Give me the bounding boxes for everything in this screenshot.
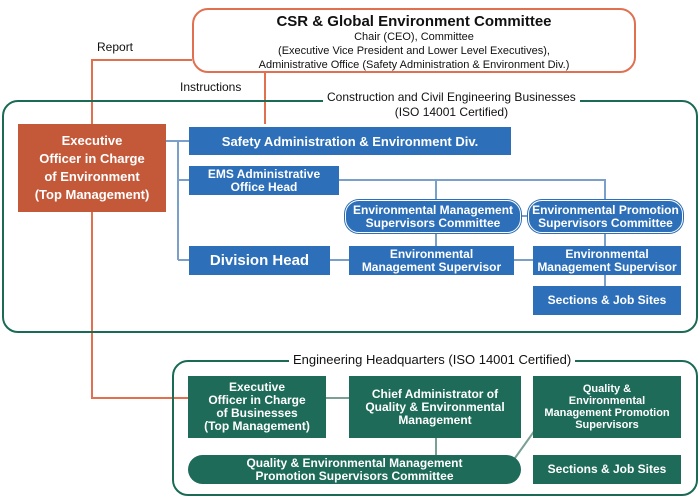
construction-title-line-2: (ISO 14001 Certified) (394, 105, 509, 119)
exec-officer-businesses: Executive Officer in Charge of Businesse… (188, 376, 326, 438)
env-mgmt-committee-box: Environmental Management Supervisors Com… (345, 200, 521, 233)
qe-committee-label: Quality & Environmental Management Promo… (246, 455, 463, 483)
env-mgmt-supervisor-box-1: Environmental Management Supervisor (349, 246, 514, 275)
env-mgmt-committee-label: Environmental Management Supervisors Com… (352, 202, 514, 230)
env-mgmt-supervisor-box-2: Environmental Management Supervisor (533, 246, 681, 275)
exec-officer-environment-label: Executive Officer in Charge of Environme… (34, 133, 150, 202)
construction-sections-label: Sections & Job Sites (547, 293, 667, 307)
csr-line-3: Administrative Office (Safety Administra… (258, 59, 570, 71)
instructions-label: Instructions (176, 80, 246, 94)
csr-line-2: (Executive Vice President and Lower Leve… (278, 45, 550, 57)
qe-promo-supervisors-label: Quality & Environmental Management Promo… (544, 383, 670, 431)
exec-to-engineering-line (91, 212, 188, 399)
engineering-sections-label: Sections & Job Sites (547, 462, 667, 476)
safety-admin-div-label: Safety Administration & Environment Div. (221, 133, 479, 149)
report-line (91, 59, 192, 124)
csr-line-1: Chair (CEO), Committee (354, 31, 474, 43)
construction-sections-box: Sections & Job Sites (533, 286, 681, 315)
ems-office-head-box: EMS Administrative Office Head (189, 166, 339, 195)
division-head-label: Division Head (209, 252, 310, 269)
division-head-box: Division Head (189, 246, 330, 275)
ems-to-committees-line (339, 179, 606, 199)
env-promo-committee-box: Environmental Promotion Supervisors Comm… (528, 200, 683, 233)
env-mgmt-supervisor-label-2: Environmental Management Supervisor (537, 246, 677, 274)
chief-admin-label: Chief Administrator of Quality & Environ… (365, 386, 505, 427)
ems-office-head-label: EMS Administrative Office Head (207, 166, 321, 194)
qe-promo-supervisors-box: Quality & Environmental Management Promo… (533, 376, 681, 438)
engineering-title: Engineering Headquarters (ISO 14001 Cert… (289, 352, 576, 367)
engineering-sections-box: Sections & Job Sites (533, 455, 681, 484)
csr-title: CSR & Global Environment Committee (276, 13, 552, 30)
chief-admin-box: Chief Administrator of Quality & Environ… (349, 376, 521, 438)
construction-title: Construction and Civil Engineering Busin… (323, 90, 580, 120)
env-promo-committee-label: Environmental Promotion Supervisors Comm… (532, 202, 679, 230)
csr-committee-box: CSR & Global Environment Committee Chair… (192, 8, 636, 73)
construction-title-line-1: Construction and Civil Engineering Busin… (327, 90, 576, 104)
report-label: Report (93, 40, 138, 54)
exec-officer-environment: Executive Officer in Charge of Environme… (18, 124, 166, 212)
safety-admin-div-box: Safety Administration & Environment Div. (189, 127, 511, 155)
exec-officer-businesses-label: Executive Officer in Charge of Businesse… (204, 380, 310, 433)
qe-committee-box: Quality & Environmental Management Promo… (188, 455, 521, 484)
env-mgmt-supervisor-label-1: Environmental Management Supervisor (361, 246, 502, 274)
